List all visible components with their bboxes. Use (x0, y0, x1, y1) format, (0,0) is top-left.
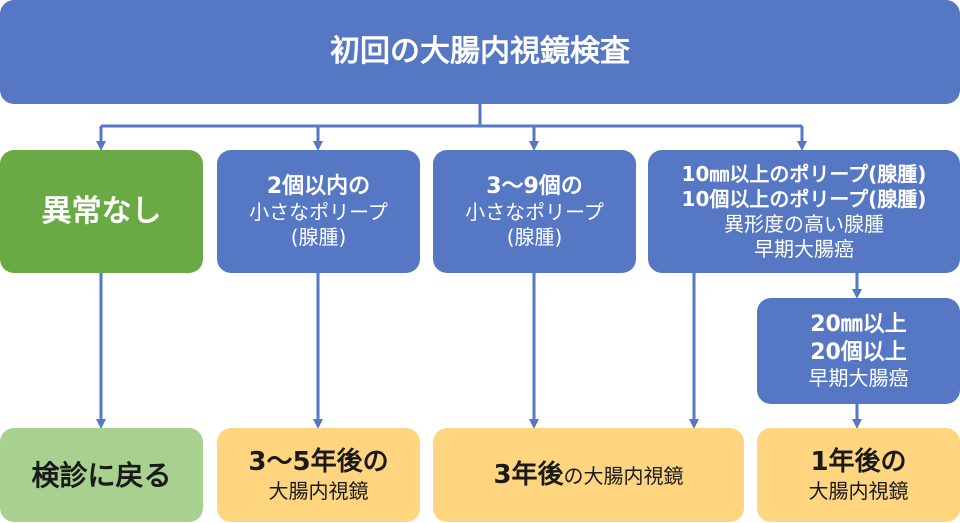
finding-small-polyps-2-box: 2個以内の 小さなポリープ (腺腫) (217, 150, 420, 273)
finding-g3-line1: 10㎜以上のポリープ(腺腫) (681, 161, 927, 186)
finding-advanced-box: 10㎜以上のポリープ(腺腫) 10個以上のポリープ(腺腫) 異形度の高い腺腫 早… (648, 150, 960, 273)
outcome-o2-line2: 大腸内視鏡 (268, 478, 369, 503)
outcome-o3-bold: 3年後 (493, 459, 564, 490)
outcome-return-to-screening-box: 検診に戻る (0, 428, 203, 522)
finding-g1-line3: (腺腫) (290, 225, 347, 250)
finding-g2-line3: (腺腫) (506, 225, 563, 250)
outcome-o4-line1: 1年後の (810, 447, 907, 478)
initial-exam-title: 初回の大腸内視鏡検査 (330, 34, 630, 70)
no-abnormality-label: 異常なし (41, 193, 162, 229)
no-abnormality-box: 異常なし (0, 150, 203, 273)
finding-g2-line1: 3～9個の (486, 173, 583, 199)
outcome-3-5-years-box: 3～5年後の 大腸内視鏡 (217, 428, 420, 522)
outcome-1-year-box: 1年後の 大腸内視鏡 (757, 428, 960, 522)
outcome-o2-line1: 3～5年後の (248, 447, 389, 478)
finding-g4-line1: 20㎜以上 (810, 312, 907, 337)
outcome-3-years-box: 3年後 の大腸内視鏡 (433, 428, 744, 522)
finding-g3-line3: 異形度の高い腺腫 (724, 211, 884, 236)
finding-g2-line2: 小さなポリープ (465, 200, 604, 225)
finding-g1-line2: 小さなポリープ (249, 200, 388, 225)
outcome-o3-rest: の大腸内視鏡 (563, 463, 684, 488)
finding-high-risk-box: 20㎜以上 20個以上 早期大腸癌 (757, 298, 960, 404)
finding-g4-line3: 早期大腸癌 (808, 366, 909, 390)
outcome-o1-label: 検診に戻る (31, 458, 172, 492)
finding-g1-line1: 2個以内の (266, 173, 371, 199)
finding-g4-line2: 20個以上 (810, 339, 907, 365)
initial-exam-box: 初回の大腸内視鏡検査 (0, 0, 960, 104)
outcome-o4-line2: 大腸内視鏡 (808, 478, 909, 503)
finding-g3-line4: 早期大腸癌 (754, 236, 854, 261)
finding-small-polyps-3-9-box: 3～9個の 小さなポリープ (腺腫) (433, 150, 636, 273)
finding-g3-line2: 10個以上のポリープ(腺腫) (681, 186, 927, 211)
